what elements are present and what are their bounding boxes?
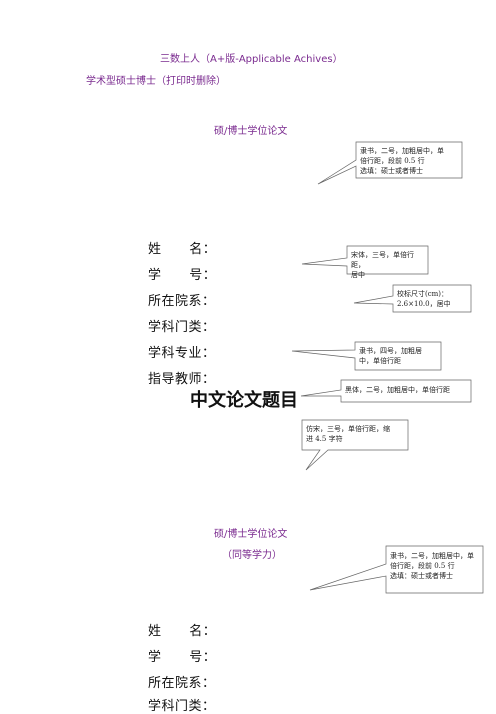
- callout-5-text: 黑体，二号，加粗居中，单倍行距: [345, 386, 450, 394]
- field-label-discipline: 学科门类：: [148, 320, 216, 335]
- thesis-subtitle: （同等学力）: [222, 550, 282, 561]
- field-label-discipline-2: 学科门类：: [148, 699, 216, 714]
- thesis-type-heading: 硕/博士学位论文: [214, 126, 288, 137]
- field-label-student-id-2: 学 号：: [148, 650, 217, 665]
- thesis-type-heading-2: 硕/博士学位论文: [214, 529, 288, 540]
- field-label-name: 姓 名：: [148, 242, 217, 257]
- field-label-major: 学科专业：: [148, 346, 216, 361]
- field-label-advisor: 指导教师：: [148, 372, 216, 387]
- field-label-name-2: 姓 名：: [148, 624, 217, 639]
- header-line-2: 学术型硕士博士（打印时删除）: [86, 76, 226, 87]
- callout-3-text: 校标尺寸(cm)： 2.6×10.0，居中: [397, 290, 451, 308]
- callout-6-text: 仿宋，三号，单倍行距，缩 进 4.5 字符: [306, 425, 390, 443]
- callout-1-text: 隶书，二号，加粗居中，单 倍行距，段前 0.5 行 选填：硕士或者博士: [360, 147, 444, 175]
- callout-2-text: 宋体，三号，单倍行距， 居中: [351, 251, 414, 279]
- header-line-1: 三数上人（A+版-Applicable Achives）: [160, 54, 343, 65]
- field-label-student-id: 学 号：: [148, 268, 217, 283]
- field-label-department: 所在院系：: [148, 294, 216, 309]
- callout-4-text: 隶书，四号，加粗居 中，单倍行距: [359, 347, 422, 365]
- field-label-department-2: 所在院系：: [148, 676, 216, 691]
- thesis-title: 中文论文题目: [190, 390, 298, 411]
- callout-7-text: 隶书，二号，加粗居中，单 倍行距，段前 0.5 行 选填：硕士或者博士: [390, 552, 474, 580]
